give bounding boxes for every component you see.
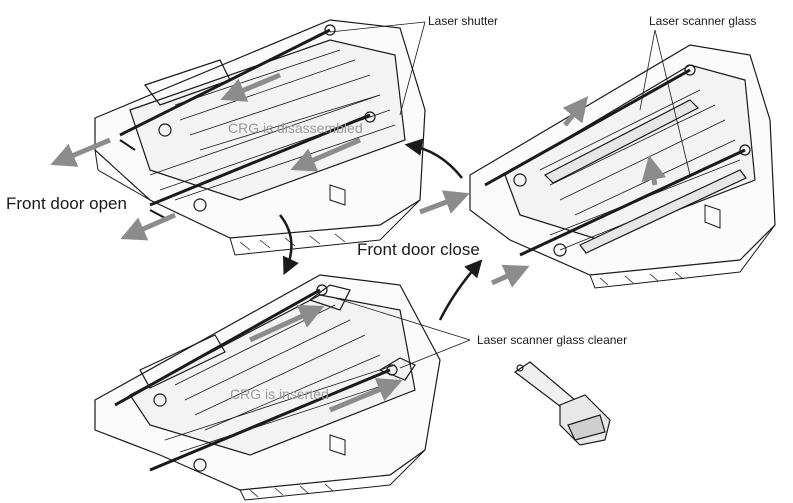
cycle-arrows <box>279 138 483 321</box>
glass-cleaner-tool <box>513 361 611 446</box>
unit-right <box>469 44 776 289</box>
label-crg-inserted: CRG is inserted <box>230 386 329 402</box>
label-front-door-close: Front door close <box>357 240 480 259</box>
leader-lines <box>329 21 691 369</box>
label-front-door-open: Front door open <box>6 194 127 213</box>
label-laser-scanner-glass-cleaner: Laser scanner glass cleaner <box>477 333 628 347</box>
unit-top-left <box>94 19 426 256</box>
arrows-insert-bottom-left <box>248 304 403 413</box>
unit-bottom-left <box>94 274 441 501</box>
label-crg-disassembled: CRG is disassembled <box>228 120 363 136</box>
label-laser-shutter: Laser shutter <box>428 14 499 28</box>
arrows-removal-top-left <box>50 72 361 241</box>
arrows-right-unit <box>419 96 667 288</box>
label-laser-scanner-glass: Laser scanner glass <box>649 14 757 28</box>
